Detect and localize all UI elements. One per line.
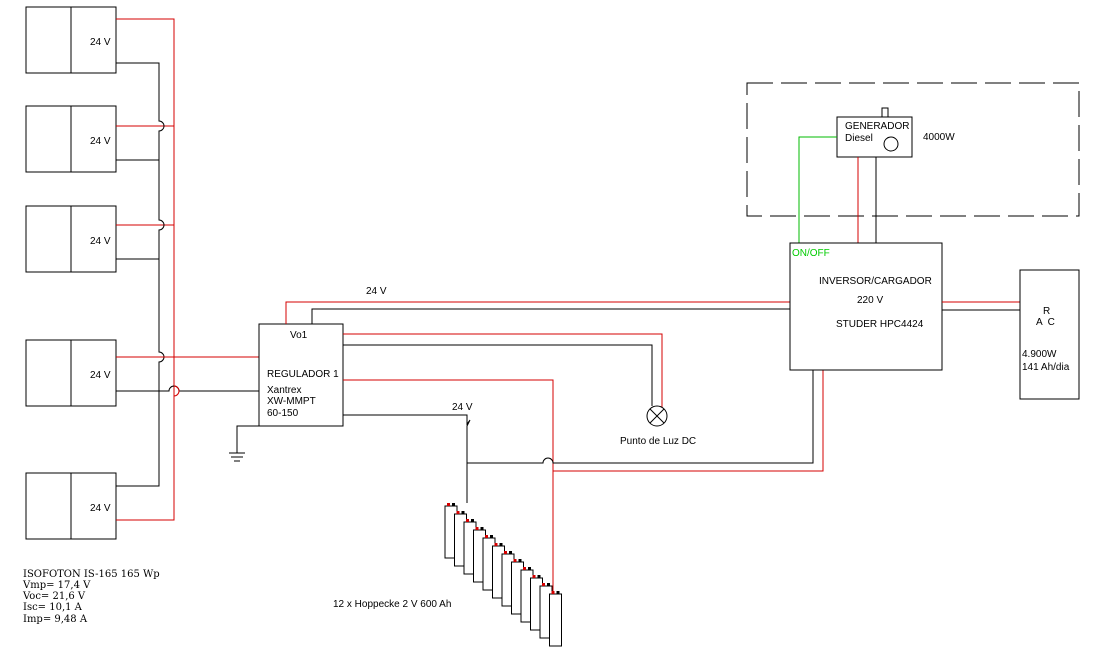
load-box [1019,269,1080,400]
lamp-icon [646,405,668,427]
panel-positive-bus [116,18,175,521]
solar-panel: 24 V [25,472,117,540]
load-r-label: R [1043,306,1050,317]
generator-control-line [798,136,837,243]
panel-model: ISOFOTON IS-165 165 Wp [23,569,160,580]
regulator-to-battery-negative [343,414,471,503]
light-positive [343,333,663,409]
panel-voltage-label: 24 V [90,236,111,247]
panel-isc: Isc= 10,1 A [23,602,83,613]
regulator-name: REGULADOR 1 [267,369,339,380]
panel-vmp: Vmp= 17,4 V [22,580,91,591]
inverter-voltage: 220 V [857,295,883,306]
charge-regulator: Vo1 REGULADOR 1 Xantrex XW-MMPT 60-150 [258,323,344,427]
load-energy: 141 Ah/dia [1022,362,1070,373]
battery-bank-label: 12 x Hoppecke 2 V 600 Ah [333,599,451,610]
generator-enclosure [746,82,1080,217]
generator-fuel: Diesel [845,133,873,144]
solar-panel: 24 V [25,339,117,407]
dc-light-label: Punto de Luz DC [620,436,696,447]
inverter-name: INVERSOR/CARGADOR [819,276,932,287]
positive-bus-jump [173,385,180,397]
generator-exhaust [881,107,889,118]
regulator-range: 60-150 [267,408,299,419]
regulator-model: XW-MMPT [267,396,316,407]
panel-voltage-label: 24 V [90,136,111,147]
load-power: 4.900W [1022,349,1057,360]
bus-voltage-label: 24 V [366,286,387,297]
solar-panel: 24 V [25,6,117,74]
panel-bus-wiring [116,18,259,521]
load-ac-label: A C [1036,317,1055,328]
ground-icon [229,425,259,462]
dc-bus-positive [285,301,790,324]
dc-light-circuit: Punto de Luz DC [343,333,696,447]
panel-imp: Imp= 9,48 A [23,614,88,625]
panel-specs: ISOFOTON IS-165 165 Wp Vmp= 17,4 V Voc= … [22,569,160,625]
dc-bus-wiring: 24 V [285,286,790,324]
generator-box [836,116,913,158]
light-negative [343,344,653,406]
solar-panel-array: 24 V 24 V 24 V 24 V 24 V [25,6,117,540]
inverter-control-label: ON/OFF [792,248,830,259]
ac-load: R A C 4.900W 141 Ah/dia [1019,269,1080,400]
generator-wiring [798,136,877,243]
battery-bank [444,503,562,647]
panel-voltage-label: 24 V [90,37,111,48]
panel-voltage-label: 24 V [90,370,111,381]
array-negative-to-regulator [116,385,259,392]
regulator-brand: Xantrex [267,385,301,396]
generator-motor-icon [883,136,899,152]
regulator-terminal: Vo1 [290,330,308,341]
regulator-to-battery-positive [343,379,554,605]
battery-voltage-label: 24 V [452,402,473,413]
regulator-box [258,323,344,427]
panel-voc: Voc= 21,6 V [22,591,86,602]
inverter-battery-negative [467,370,814,464]
dc-bus-negative [311,308,790,324]
ac-output-wiring [942,301,1020,311]
inverter-battery-positive [553,370,824,472]
solar-panel: 24 V [25,205,117,273]
inverter-charger: ON/OFF INVERSOR/CARGADOR 220 V STUDER HP… [789,242,943,371]
inverter-box [789,242,943,371]
battery-wiring: 24 V [343,370,824,605]
panel-series-chain [116,62,165,487]
solar-panel: 24 V [25,105,117,173]
generator-power: 4000W [923,132,955,143]
generator: GENERADOR Diesel 4000W [836,107,955,158]
battery-cell [549,591,562,647]
generator-name: GENERADOR [845,121,909,132]
inverter-model: STUDER HPC4424 [836,319,924,330]
panel-voltage-label: 24 V [90,503,111,514]
